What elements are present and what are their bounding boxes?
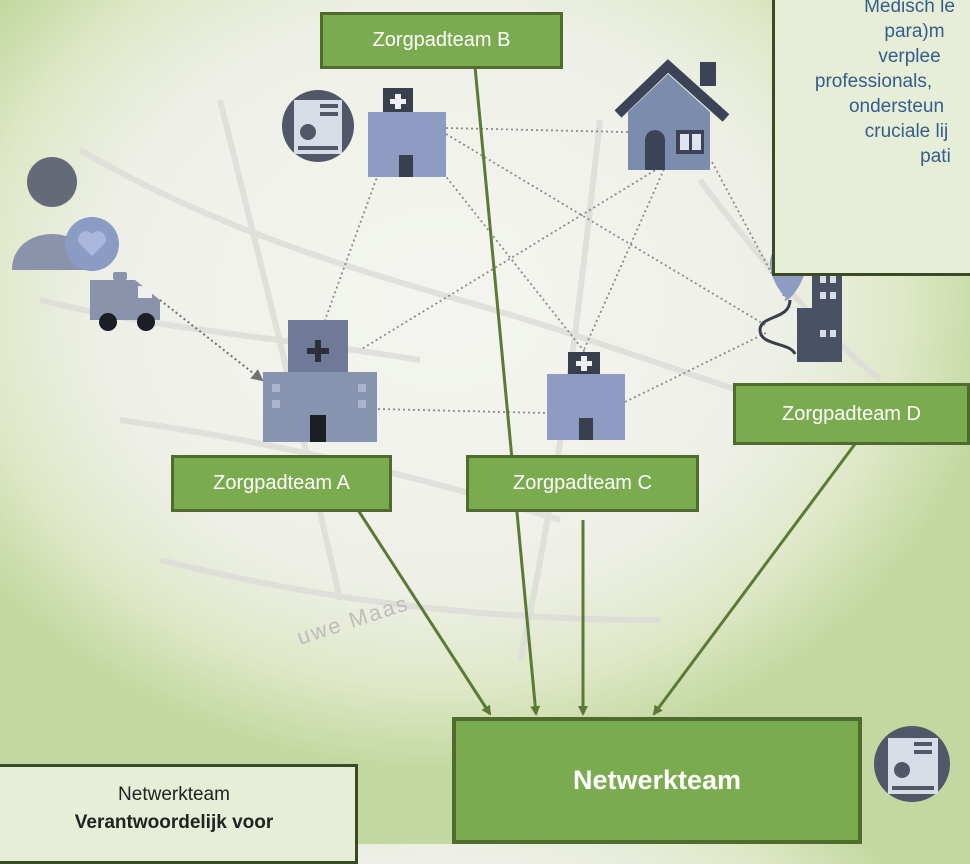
note-line: cruciale lij bbox=[864, 121, 949, 142]
team-d-box: Zorgpadteam D bbox=[733, 383, 970, 445]
bottom-info-note: Netwerkteam Verantwoordelijk voor bbox=[0, 764, 358, 864]
bottom-note-subtitle: Verantwoordelijk voor bbox=[74, 812, 274, 833]
network-diagram: uwe Maas bbox=[12, 55, 950, 840]
report-icon bbox=[282, 90, 354, 162]
report-icon bbox=[874, 726, 950, 802]
flow-arrows bbox=[356, 55, 857, 840]
map-background bbox=[39, 99, 882, 661]
team-a-label: Zorgpadteam A bbox=[213, 472, 350, 494]
team-b-label: Zorgpadteam B bbox=[372, 29, 511, 51]
bottom-note-title: Netwerkteam bbox=[118, 784, 230, 805]
team-c-label: Zorgpadteam C bbox=[513, 472, 652, 494]
network-team-box: Netwerkteam bbox=[452, 717, 862, 844]
note-line: Medisch le bbox=[864, 0, 955, 17]
note-line: professionals, bbox=[814, 71, 933, 92]
ambulance-icon bbox=[90, 272, 160, 331]
team-b-box: Zorgpadteam B bbox=[320, 12, 563, 69]
hospital-middle-icon bbox=[547, 352, 625, 440]
note-line: pati bbox=[920, 146, 951, 167]
team-d-label: Zorgpadteam D bbox=[782, 402, 921, 425]
network-team-label: Netwerkteam bbox=[572, 765, 742, 795]
team-c-box: Zorgpadteam C bbox=[466, 455, 699, 512]
house-icon bbox=[614, 59, 730, 170]
note-line: para)m bbox=[884, 21, 945, 42]
hospital-top-icon bbox=[368, 88, 446, 177]
note-line: ondersteun bbox=[848, 96, 945, 117]
person-heart-icon bbox=[12, 157, 119, 271]
top-info-note: Medisch le para)m verplee professionals,… bbox=[772, 0, 970, 276]
hospital-large-icon bbox=[263, 320, 377, 442]
team-a-box: Zorgpadteam A bbox=[171, 455, 392, 512]
note-line: verplee bbox=[878, 46, 941, 67]
